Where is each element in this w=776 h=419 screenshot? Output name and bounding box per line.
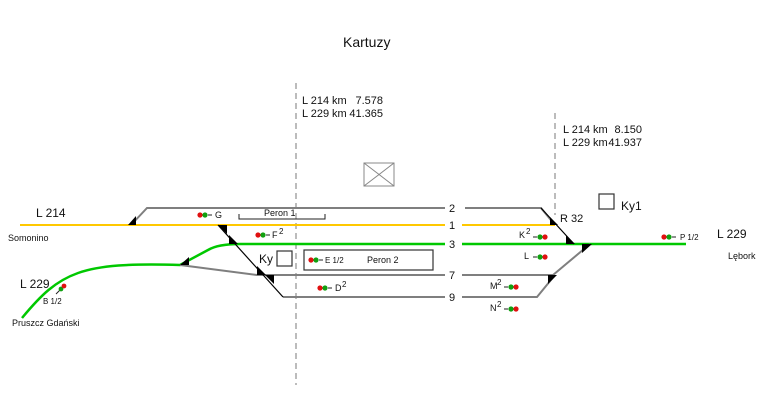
- signal-n2: N 2: [490, 300, 519, 313]
- svg-text:41.365: 41.365: [349, 108, 383, 120]
- platform-1: [238, 214, 326, 220]
- svg-text:8.150: 8.150: [614, 124, 642, 136]
- svg-text:L 214: L 214: [302, 95, 329, 107]
- destination-somonino: Somonino: [8, 233, 49, 243]
- svg-text:km: km: [332, 108, 347, 120]
- svg-text:D: D: [335, 283, 342, 293]
- signal-b12: B 1/2: [43, 283, 67, 306]
- line-229-west-label: L 229: [20, 277, 50, 291]
- svg-text:G: G: [215, 210, 222, 220]
- destination-pruszcz-gdanski: Pruszcz Gdański: [12, 318, 80, 328]
- signal-p12: P 1/2: [661, 233, 699, 242]
- signal-d2: D 2: [317, 280, 347, 293]
- svg-text:B 1/2: B 1/2: [43, 297, 62, 306]
- switch-marker: [180, 257, 189, 265]
- svg-text:41.937: 41.937: [608, 137, 642, 149]
- switch-marker: [218, 225, 227, 234]
- signal-box-ky-icon: [276, 250, 293, 267]
- signal-e12: E 1/2: [308, 256, 344, 265]
- svg-text:2: 2: [497, 278, 502, 287]
- switch-marker: [550, 217, 558, 225]
- signal-l: L: [524, 251, 548, 261]
- crossover-left: [217, 224, 284, 298]
- signal-f2: F 2: [255, 227, 284, 240]
- switch-marker: [566, 235, 575, 244]
- svg-text:F: F: [272, 230, 278, 240]
- track-9-number: 9: [449, 292, 455, 304]
- destination-lebork: Lębork: [728, 251, 756, 261]
- svg-text:km: km: [593, 124, 608, 136]
- switch-marker: [582, 244, 592, 253]
- station-title: Kartuzy: [343, 34, 390, 50]
- svg-text:2: 2: [497, 300, 502, 309]
- svg-text:E 1/2: E 1/2: [325, 256, 344, 265]
- svg-text:2: 2: [526, 227, 531, 236]
- switch-marker: [548, 275, 557, 284]
- svg-text:2: 2: [279, 227, 284, 236]
- svg-text:km: km: [593, 137, 608, 149]
- km-label-right: L 214 km 8.150 L 229 km 41.937: [563, 124, 642, 149]
- svg-text:K: K: [519, 230, 525, 240]
- switch-marker: [229, 235, 238, 244]
- svg-text:km: km: [332, 95, 347, 107]
- line-229-west-track: [21, 242, 445, 319]
- svg-text:L 214: L 214: [563, 124, 590, 136]
- platform-2: [303, 249, 434, 271]
- switch-marker: [257, 266, 266, 275]
- line-229-east-label: L 229: [717, 227, 747, 241]
- svg-text:7.578: 7.578: [355, 95, 383, 107]
- track-2-right: [465, 207, 556, 226]
- svg-text:L 229: L 229: [302, 108, 329, 120]
- switch-r32-label: R 32: [560, 213, 583, 225]
- signal-k2: K 2: [519, 227, 548, 240]
- platform-1-label: Peron 1: [264, 208, 296, 218]
- station-building-icon: [363, 162, 395, 187]
- svg-text:M: M: [490, 281, 498, 291]
- svg-text:L: L: [524, 251, 529, 261]
- signal-m2: M 2: [490, 278, 519, 291]
- track-2-left: [130, 207, 445, 226]
- svg-text:N: N: [490, 303, 497, 313]
- svg-text:2: 2: [342, 280, 347, 289]
- signal-box-ky1-label: Ky1: [621, 199, 642, 213]
- switch-markers: [128, 216, 592, 284]
- switch-marker: [128, 216, 136, 225]
- signal-box-ky-label: Ky: [259, 252, 273, 266]
- switch-marker: [265, 275, 274, 284]
- platform-2-label: Peron 2: [367, 255, 399, 265]
- km-label-left: L 214 km 7.578 L 229 km 41.365: [302, 95, 383, 120]
- svg-text:P 1/2: P 1/2: [680, 233, 699, 242]
- signal-g: G: [197, 210, 222, 220]
- track-3-number: 3: [449, 239, 455, 251]
- track-7-number: 7: [449, 270, 455, 282]
- line-214-label: L 214: [36, 206, 66, 220]
- signal-box-ky1-icon: [598, 193, 615, 210]
- track-9-right: [462, 274, 556, 298]
- track-1-number: 1: [449, 220, 455, 232]
- svg-text:L 229: L 229: [563, 137, 590, 149]
- track-2-number: 2: [449, 203, 455, 215]
